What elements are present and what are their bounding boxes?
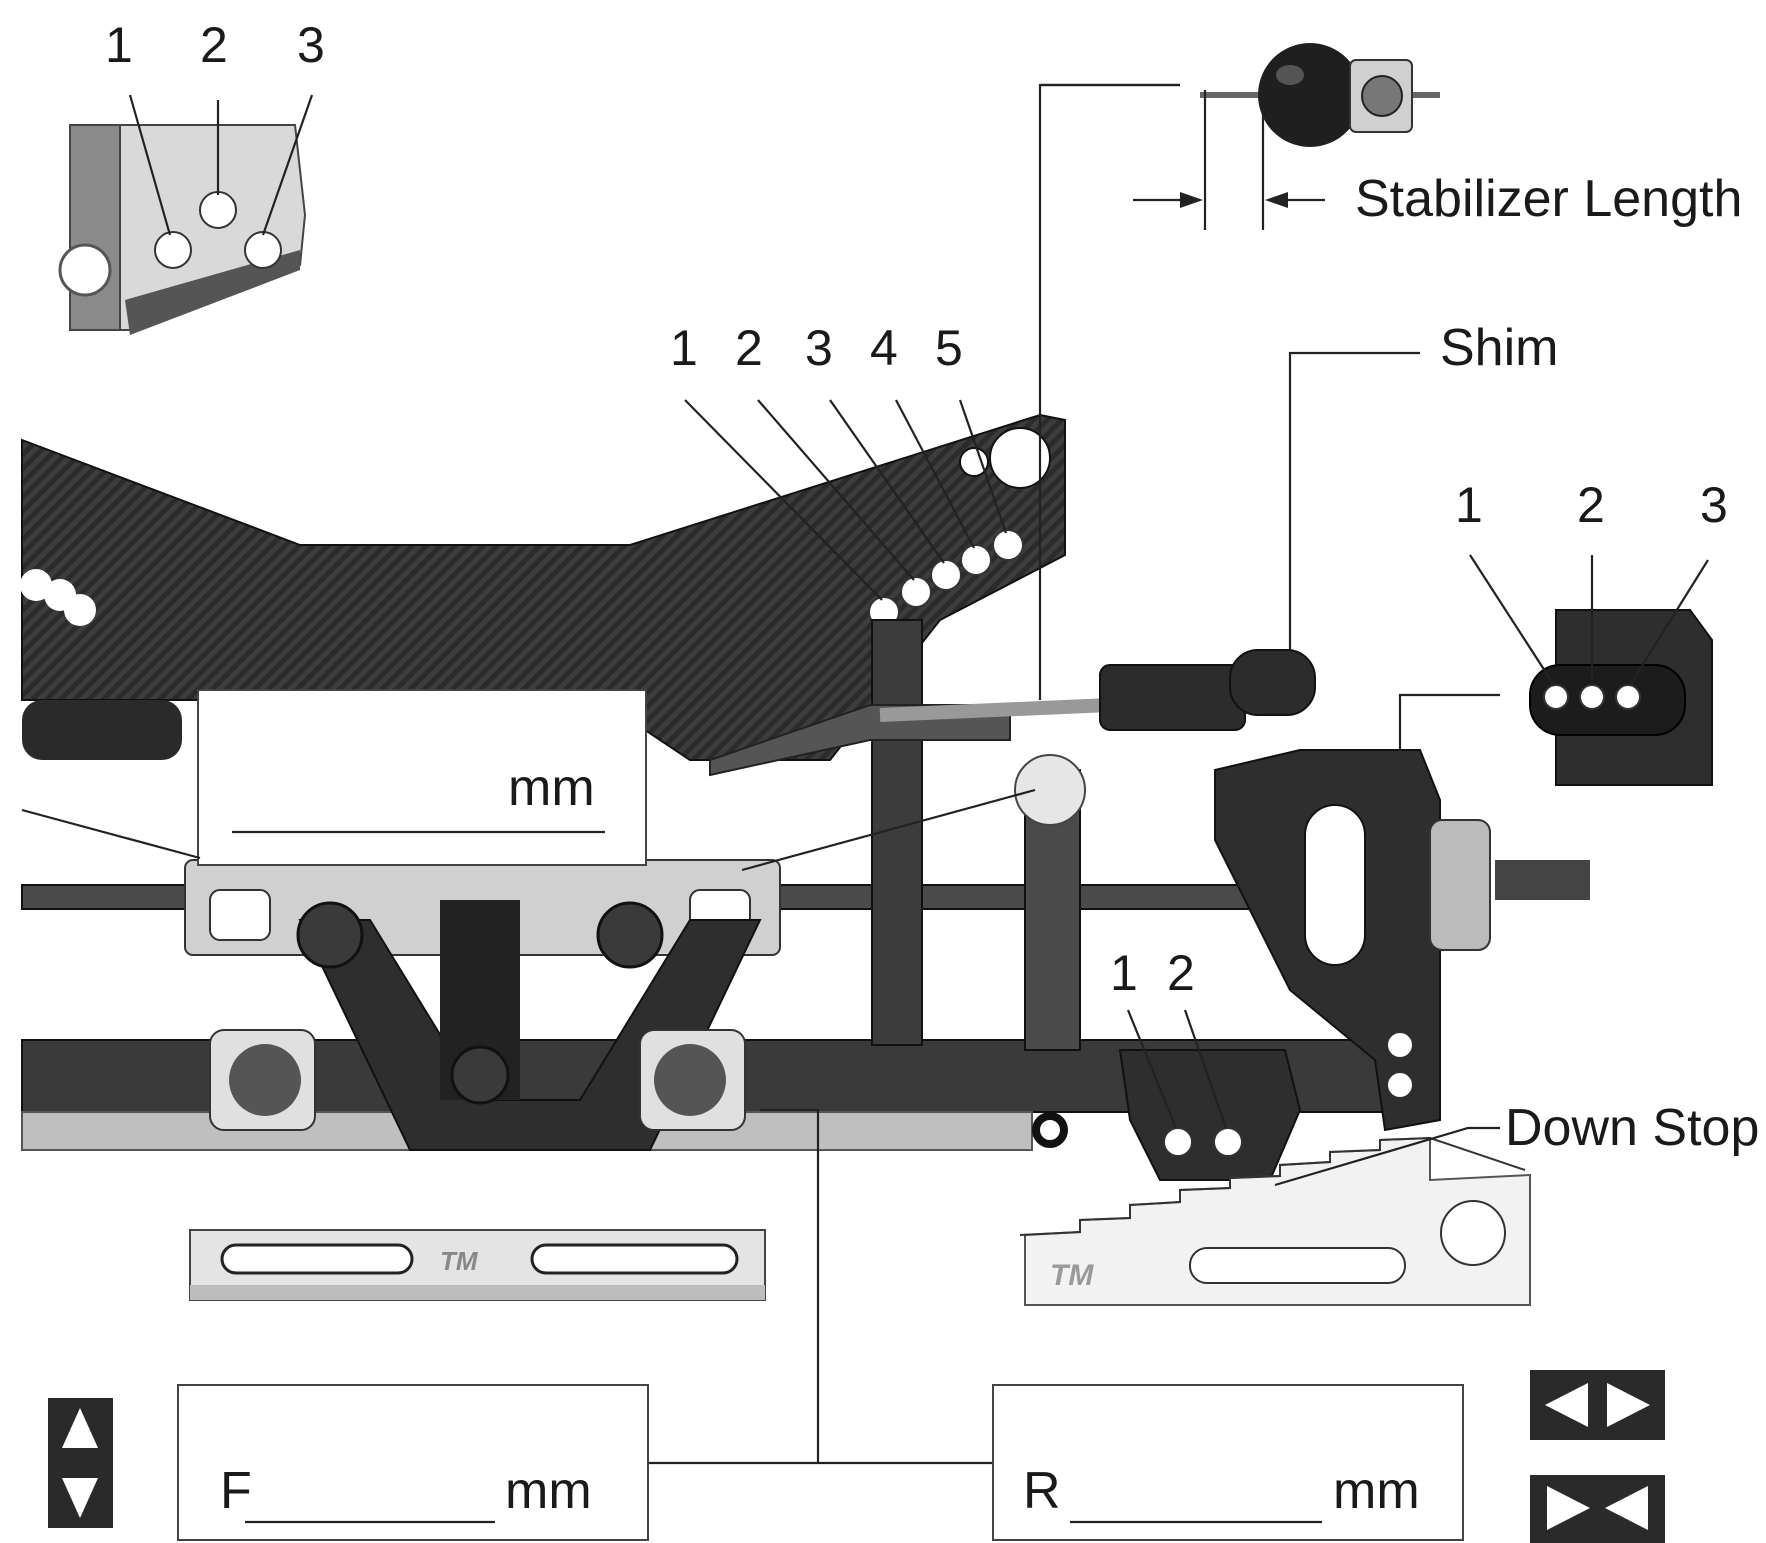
hole-2 bbox=[199, 191, 237, 229]
lower-hole-1 bbox=[1163, 1127, 1193, 1157]
hole-number: 1 bbox=[670, 320, 698, 376]
hole-number: 1 bbox=[1110, 945, 1138, 1001]
rear-measure-box: R mm bbox=[992, 1384, 1464, 1541]
hole-number: 3 bbox=[1700, 477, 1728, 533]
suspension-assembly: 1 2 bbox=[21, 619, 1590, 1181]
gauge-logo: TM bbox=[1050, 1259, 1094, 1292]
stabilizer-length-label: Stabilizer Length bbox=[1355, 170, 1742, 228]
block-hole-1 bbox=[1543, 684, 1569, 710]
down-stop-label: Down Stop bbox=[1505, 1099, 1759, 1157]
hole-number: 5 bbox=[935, 320, 963, 376]
rear-prefix: R bbox=[1023, 1462, 1061, 1520]
hole-number: 2 bbox=[735, 320, 763, 376]
arm-hole-5 bbox=[992, 529, 1024, 561]
front-prefix: F bbox=[220, 1462, 252, 1520]
right-mount-block: 1 2 3 bbox=[1398, 477, 1728, 850]
camber-measure-box: mm bbox=[21, 689, 1036, 872]
arm-hole-3 bbox=[930, 559, 962, 591]
down-stop-callout: Down Stop bbox=[1274, 1099, 1759, 1187]
shim-label: Shim bbox=[1440, 319, 1558, 377]
down-stop-gauge: TM bbox=[1019, 1136, 1531, 1306]
hole-number: 3 bbox=[297, 17, 325, 73]
block-hole-2 bbox=[1579, 684, 1605, 710]
hole-number: 2 bbox=[1577, 477, 1605, 533]
block-hole-3 bbox=[1615, 684, 1641, 710]
front-measure-box: F mm bbox=[177, 1384, 649, 1541]
lower-hole-2 bbox=[1213, 1127, 1243, 1157]
upper-carbon-plate: 1 2 3 4 5 bbox=[20, 320, 1066, 761]
outward-arrows-icon bbox=[1530, 1370, 1665, 1440]
hole-number: 2 bbox=[1167, 945, 1195, 1001]
gauge-leader bbox=[760, 1108, 820, 1463]
up-down-arrows-icon bbox=[48, 1398, 113, 1528]
hole-1 bbox=[154, 231, 192, 269]
ride-height-gauge: TM bbox=[189, 1229, 766, 1301]
hole-number: 1 bbox=[1455, 477, 1483, 533]
stabilizer-leader bbox=[1038, 83, 1180, 700]
mm-unit: mm bbox=[1333, 1462, 1420, 1520]
shim-callout: Shim bbox=[1288, 319, 1558, 665]
mm-unit: mm bbox=[505, 1462, 592, 1520]
gauge-logo: TM bbox=[440, 1246, 479, 1276]
arm-hole-4 bbox=[960, 544, 992, 576]
inward-arrows-icon bbox=[1530, 1475, 1665, 1543]
hole-number: 3 bbox=[805, 320, 833, 376]
stabilizer-detail: Stabilizer Length bbox=[1040, 43, 1742, 230]
hole-3 bbox=[244, 231, 282, 269]
top-left-mount-block: 1 2 3 bbox=[58, 17, 325, 335]
arm-hole-2 bbox=[900, 576, 932, 608]
mm-unit: mm bbox=[508, 759, 595, 817]
hole-number: 4 bbox=[870, 320, 898, 376]
hole-number: 2 bbox=[200, 17, 228, 73]
hole-number: 1 bbox=[105, 17, 133, 73]
